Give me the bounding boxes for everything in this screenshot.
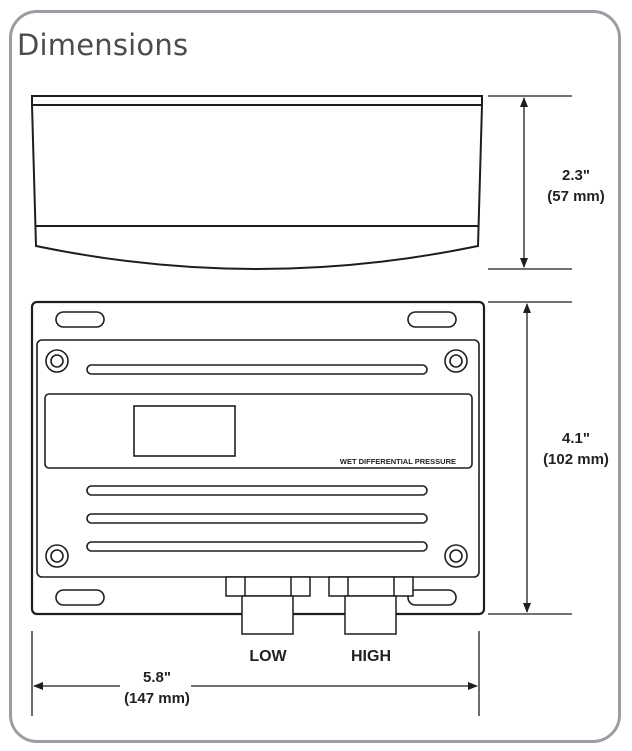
port-high-label: HIGH — [351, 648, 391, 665]
port-high — [328, 576, 414, 635]
page-title: Dimensions — [17, 28, 189, 62]
front-width-dimension — [31, 631, 480, 716]
screw-bottom-left — [45, 544, 69, 568]
mounting-slot-top-right — [407, 311, 457, 328]
side-height-mm: (57 mm) — [547, 188, 605, 205]
mounting-slot-bottom-right — [407, 589, 457, 606]
front-height-mm: (102 mm) — [543, 451, 609, 468]
vent-slot — [86, 513, 428, 524]
vent-slot — [86, 485, 428, 496]
port-low-label: LOW — [249, 648, 287, 665]
screw-top-right — [444, 349, 468, 373]
port-low — [225, 576, 311, 635]
device-label: WET DIFFERENTIAL PRESSURE — [340, 457, 456, 466]
screw-top-left — [45, 349, 69, 373]
vent-slot — [86, 541, 428, 552]
vent-slot — [86, 364, 428, 375]
display-window — [133, 405, 236, 457]
mounting-slot-bottom-left — [55, 589, 105, 606]
dimensions-card — [9, 10, 621, 743]
front-view — [30, 300, 486, 616]
side-height-dimension — [488, 95, 572, 270]
front-width-inch: 5.8" — [143, 669, 171, 686]
front-width-mm: (147 mm) — [124, 690, 190, 707]
side-height-inch: 2.3" — [562, 167, 590, 184]
side-view — [31, 95, 483, 270]
front-height-inch: 4.1" — [562, 430, 590, 447]
front-height-dimension — [488, 301, 572, 615]
screw-bottom-right — [444, 544, 468, 568]
mounting-slot-top-left — [55, 311, 105, 328]
